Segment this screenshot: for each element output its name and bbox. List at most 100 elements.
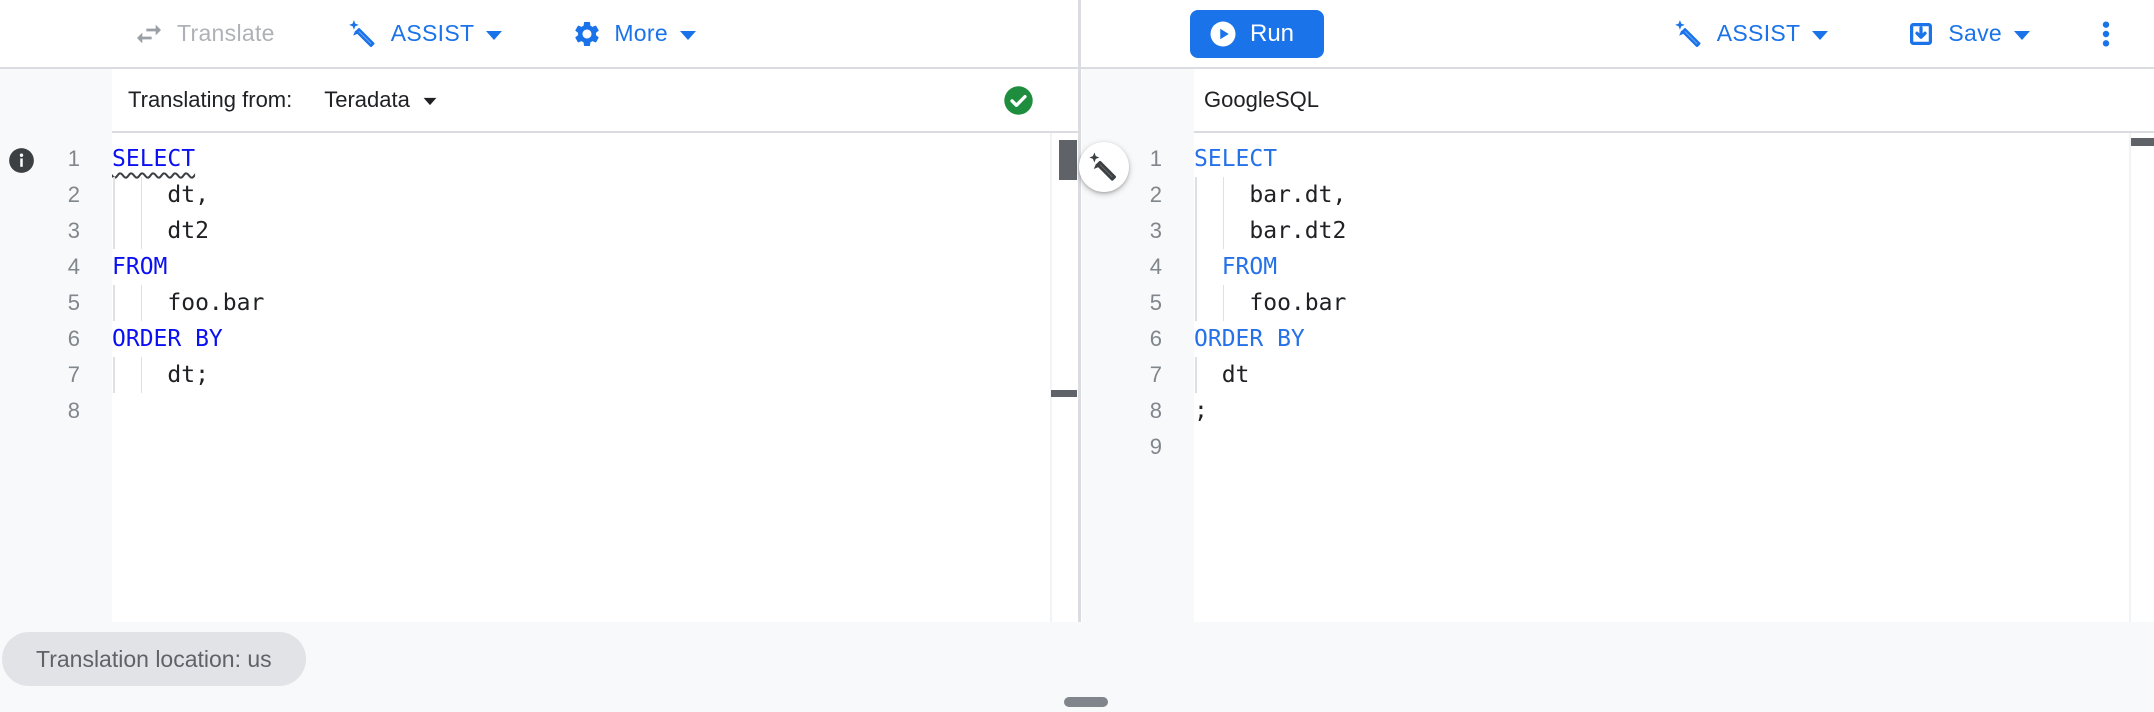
assist-label: ASSIST	[390, 20, 475, 46]
source-dialect-value: Teradata	[324, 87, 410, 112]
code-line-text: SELECT	[112, 146, 196, 172]
code-line-text: FROM	[1194, 249, 2154, 285]
magic-pen-icon	[347, 18, 379, 50]
code-line-text: bar.dt2	[1194, 213, 2154, 249]
line-number: 1	[67, 146, 80, 171]
magic-pen-icon	[1087, 150, 1121, 184]
code-line-text: dt2	[112, 213, 1078, 249]
panel-divider[interactable]	[1078, 0, 1081, 622]
line-number: 3	[67, 218, 80, 243]
bottom-resize-handle[interactable]	[1064, 697, 1108, 707]
indent-guide	[140, 213, 143, 249]
code-line: 5 foo.bar	[1082, 285, 2154, 321]
chevron-down-icon	[679, 30, 696, 40]
line-number: 7	[67, 362, 80, 387]
indent-guide	[113, 177, 115, 213]
code-line-text: ;	[1194, 398, 1208, 424]
assist-edit-fab[interactable]	[1079, 142, 1129, 192]
line-number: 9	[1149, 434, 1162, 459]
code-line-text: foo.bar	[112, 285, 1078, 321]
chevron-down-icon	[1812, 30, 1829, 40]
more-vert-icon	[2090, 18, 2122, 50]
code-line-text: dt	[1194, 357, 2154, 393]
code-line-text: ORDER BY	[1194, 326, 1305, 352]
more-dropdown-button[interactable]: More	[572, 19, 696, 49]
code-line-text: dt,	[112, 177, 1078, 213]
more-label: More	[614, 20, 668, 46]
line-number: 6	[67, 326, 80, 351]
indent-guide	[140, 357, 143, 393]
translation-location-chip: Translation location: us	[2, 632, 306, 686]
code-line: 3 bar.dt2	[1082, 213, 2154, 249]
assist-dropdown-button-target[interactable]: ASSIST	[1673, 18, 1829, 50]
code-line: 7 dt	[1082, 357, 2154, 393]
target-toolbar: Run ASSIST	[1082, 0, 2154, 67]
indent-guide	[1195, 177, 1197, 213]
code-line-text: dt;	[112, 357, 1078, 393]
translate-button[interactable]: Translate	[133, 18, 275, 50]
line-number: 8	[67, 398, 80, 423]
save-dropdown-button[interactable]: Save	[1906, 19, 2030, 49]
chevron-down-icon	[2014, 30, 2030, 40]
code-line: 4 FROM	[1082, 249, 2154, 285]
source-toolbar: Translate ASSIST	[0, 0, 1078, 67]
info-icon[interactable]	[8, 147, 35, 174]
assist-dropdown-button[interactable]: ASSIST	[347, 18, 503, 50]
source-dialect-dropdown[interactable]: Teradata	[324, 87, 438, 113]
code-line-text	[1194, 429, 2154, 465]
indent-guide	[1195, 357, 1197, 393]
translating-from-label: Translating from:	[128, 87, 293, 112]
run-label: Run	[1250, 19, 1295, 47]
translation-location-label: Translation location: us	[36, 645, 272, 672]
source-scrollbar-thumb[interactable]	[1059, 140, 1077, 180]
target-scrollbar-thumb[interactable]	[2131, 138, 2154, 146]
indent-guide	[140, 285, 143, 321]
code-line: 7 dt;	[0, 357, 1078, 393]
code-line-text: foo.bar	[1194, 285, 2154, 321]
indent-guide	[1222, 285, 1225, 321]
code-line: 5 foo.bar	[0, 285, 1078, 321]
chevron-down-icon	[486, 30, 503, 40]
indent-guide	[113, 357, 115, 393]
code-line-text: SELECT	[1194, 146, 1278, 172]
code-line: 2 dt,	[0, 177, 1078, 213]
line-number: 8	[1149, 398, 1162, 423]
indent-guide	[1195, 249, 1197, 285]
line-number: 7	[1149, 362, 1162, 387]
gear-icon	[572, 19, 602, 49]
indent-guide	[1222, 177, 1225, 213]
save-icon	[1906, 19, 1936, 49]
indent-guide	[1195, 285, 1197, 321]
run-button[interactable]: Run	[1190, 9, 1325, 58]
line-number: 4	[1149, 254, 1162, 279]
save-label: Save	[1948, 20, 2002, 46]
target-header: GoogleSQL	[1194, 69, 2154, 133]
code-line: 8	[0, 393, 1078, 429]
overflow-menu-button[interactable]	[2090, 18, 2122, 50]
indent-guide	[1222, 213, 1225, 249]
panel-resize-grip[interactable]	[1051, 390, 1077, 397]
swap-horiz-icon	[133, 18, 165, 50]
line-number: 6	[1149, 326, 1162, 351]
code-line: 9	[1082, 429, 2154, 465]
play-circle-icon	[1208, 19, 1238, 49]
assist-label: ASSIST	[1716, 20, 1801, 46]
code-line: 1 SELECT	[0, 141, 1078, 177]
top-toolbar: Translate ASSIST	[0, 0, 2154, 69]
indent-guide	[113, 213, 115, 249]
code-line-text	[112, 393, 1078, 429]
line-number: 4	[67, 254, 80, 279]
indent-guide	[113, 285, 115, 321]
code-line: 3 dt2	[0, 213, 1078, 249]
code-line: 8;	[1082, 393, 2154, 429]
line-number: 5	[67, 290, 80, 315]
line-number: 2	[1149, 182, 1162, 207]
translate-label: Translate	[177, 20, 275, 46]
check-circle-icon	[1003, 85, 1034, 116]
indent-guide	[140, 177, 143, 213]
